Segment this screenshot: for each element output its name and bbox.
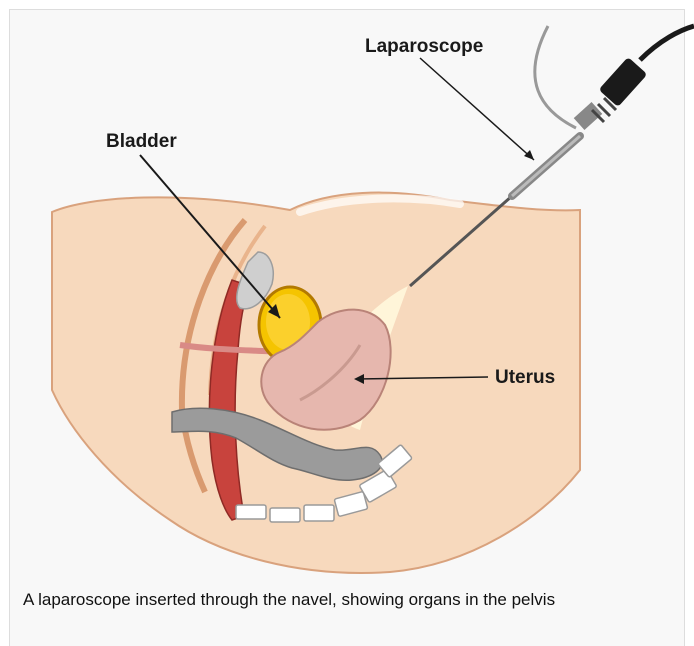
label-bladder: Bladder [106, 131, 177, 152]
pointer-laparoscope [420, 58, 534, 160]
figure-caption: A laparoscope inserted through the navel… [23, 590, 673, 610]
label-laparoscope: Laparoscope [365, 36, 483, 57]
label-uterus: Uterus [495, 367, 555, 388]
laparoscopy-illustration: Laparoscope Bladder Uterus [0, 0, 694, 580]
